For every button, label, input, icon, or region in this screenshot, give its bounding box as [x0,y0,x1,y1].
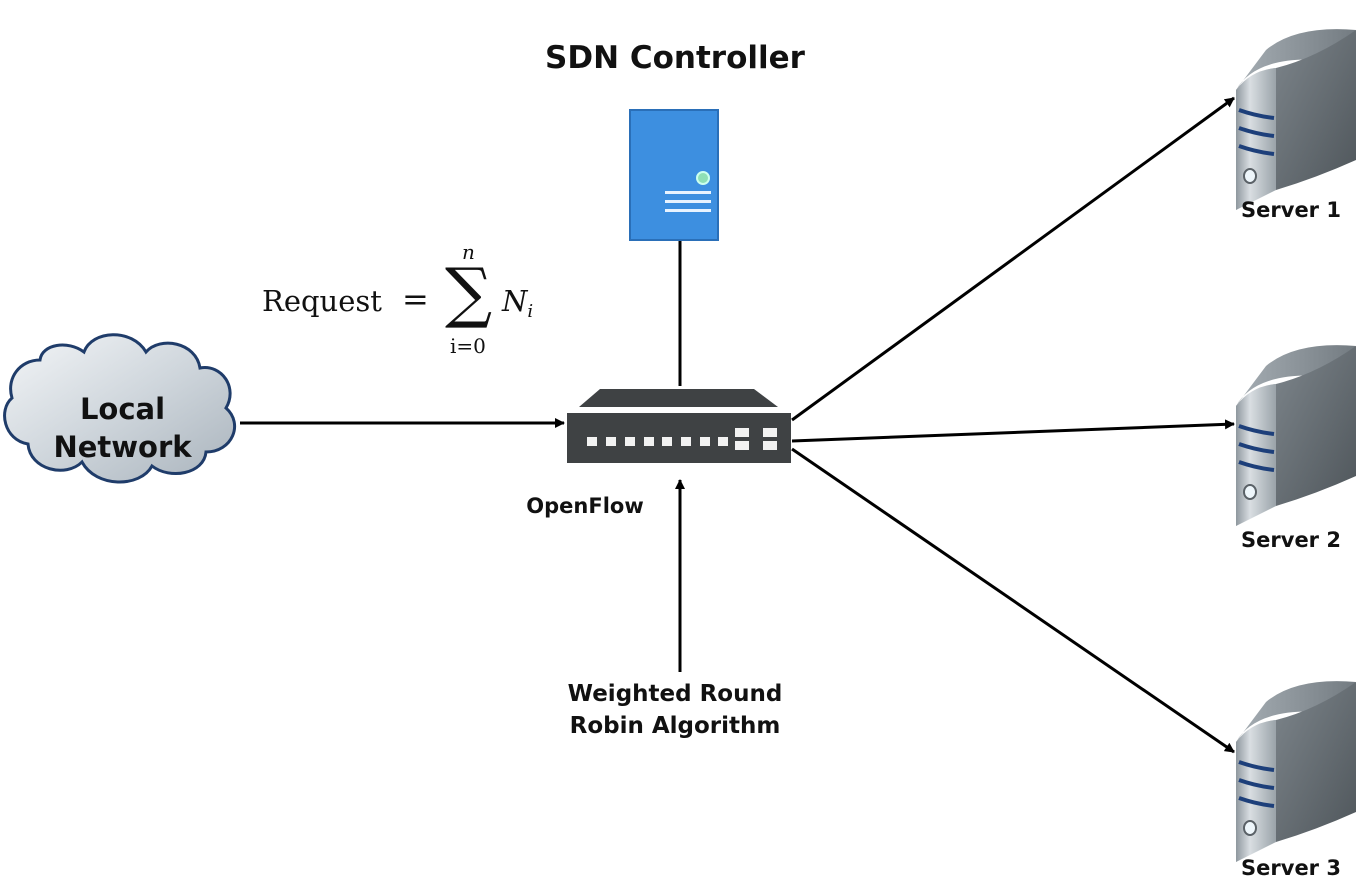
server-2-icon [1234,343,1358,528]
formula-operator: = [402,280,429,318]
formula-lower-bound: i=0 [450,334,486,358]
switch-to-server1-arrow [791,96,1235,422]
switch-to-server3-arrow [791,447,1235,754]
algorithm-label-line2: Robin Algorithm [569,713,781,739]
algorithm-label: Weighted Round Robin Algorithm [500,678,850,742]
formula-term: Ni [502,284,533,322]
local-network-label: Local Network [20,390,225,466]
formula-term-base: N [502,284,528,318]
sum-symbol: ∑ [445,254,493,331]
diagram-title: SDN Controller [545,40,805,76]
server-3-icon [1234,679,1358,864]
server-3-label: Server 3 [1241,856,1341,880]
cloud-icon [3,333,237,484]
openflow-label: OpenFlow [526,494,644,518]
switch-to-server2-arrow [791,419,1235,443]
algorithm-label-line1: Weighted Round [567,681,783,707]
network-switch-icon [567,389,791,463]
formula-upper-bound: n [462,240,475,264]
server-1-icon [1234,27,1358,212]
server-2-label: Server 2 [1241,528,1341,552]
request-formula: Request = n ∑ i=0 Ni [262,240,533,363]
formula-lhs: Request [262,284,382,318]
local-network-label-line2: Network [53,430,192,464]
formula-term-subscript: i [527,301,534,322]
local-network-label-line1: Local [79,392,166,426]
server-1-label: Server 1 [1241,198,1341,222]
server-tower-icon [629,109,719,241]
